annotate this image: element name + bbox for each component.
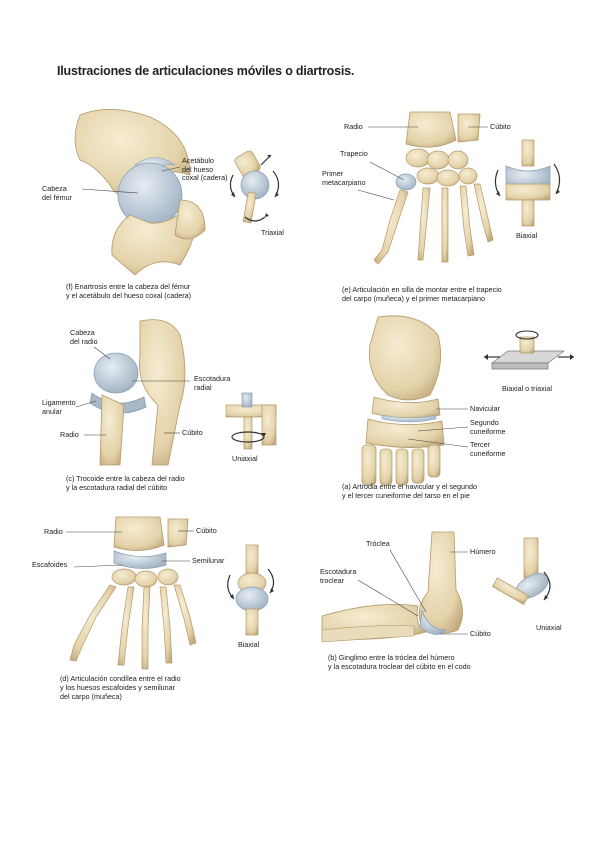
talus-bone [369, 315, 442, 401]
label-segundo-cuneiforme: Segundo cuneiforme [470, 418, 506, 436]
label-uniaxial-c: Uniaxial [232, 454, 258, 463]
label-triaxial: Triaxial [261, 228, 284, 237]
wrist-condyloid-illustration [66, 516, 275, 670]
label-radio-e: Radio [344, 122, 363, 131]
panel-a-plane: Biaxial o triaxial Navicular Segundo cun… [318, 315, 578, 505]
radius-shaft [99, 394, 125, 466]
radius-bone [405, 111, 457, 148]
leader-trapecio [369, 161, 405, 181]
caption-c: (c) Trocoide entre la cabeza del radio y… [66, 474, 185, 492]
carpal-bones [395, 148, 478, 191]
leader-metacarpiano [357, 189, 395, 201]
hand-digits [69, 584, 197, 670]
label-biaxial-e: Biaxial [516, 231, 538, 240]
thumb-saddle-illustration [357, 111, 561, 265]
leader-ligamento [75, 400, 97, 408]
femur-shaft [111, 204, 196, 276]
label-cabeza-radio: Cabeza del radio [70, 328, 98, 346]
caption-f: (f) Enartrosis entre la cabeza del fémur… [66, 282, 192, 300]
greater-trochanter [174, 199, 206, 240]
triaxial-model [229, 150, 280, 224]
label-cubito-e: Cúbito [490, 122, 511, 131]
label-cubito-c: Cúbito [182, 428, 203, 437]
panel-d-condyloid: Radio Cúbito Escafoides Semilunar Biaxia… [30, 515, 310, 715]
label-radio-d: Radio [44, 527, 63, 536]
biaxial-triaxial-model [484, 330, 574, 370]
foot-plane-illustration [361, 315, 574, 486]
caption-e: (e) Articulación en silla de montar entr… [342, 285, 502, 303]
label-biaxial-triaxial: Biaxial o triaxial [502, 384, 552, 393]
panel-c-pivot: Cabeza del radio Escotadura radial Ligam… [40, 315, 310, 500]
leader-tercer-cuneiforme [407, 438, 469, 448]
leader-segundo-cuneiforme [417, 426, 469, 432]
radius-bone [321, 625, 415, 643]
label-cubito-d: Cúbito [196, 526, 217, 535]
label-uniaxial-b: Uniaxial [536, 623, 562, 632]
leader-cabeza-radio [93, 346, 111, 360]
caption-a: (a) Artrodia entre el navicular y el seg… [342, 482, 478, 500]
label-navicular: Navicular [470, 404, 500, 413]
caption-b: (b) Ginglimo entre la tróclea del húmero… [328, 653, 471, 671]
label-cabeza-femur: Cabeza del fémur [42, 184, 72, 202]
radius-head [93, 352, 139, 394]
leader-cabeza-femur [81, 188, 139, 194]
label-humero: Húmero [470, 547, 496, 556]
panel-e-saddle: Radio Cúbito Trapecio Primer metacarpian… [318, 110, 568, 310]
trochlea-cartilage [419, 609, 447, 635]
biaxial-condyloid-model [227, 544, 275, 636]
label-cubito-b: Cúbito [470, 629, 491, 638]
hip-joint-illustration [74, 109, 280, 276]
radius-bone [113, 516, 165, 551]
label-ligamento-anular: Ligamento anular [42, 398, 76, 416]
label-trapecio: Trapecio [340, 149, 368, 158]
trapezium-bone [395, 173, 417, 191]
leader-acetabulo [161, 166, 181, 172]
uniaxial-hinge-model [491, 537, 551, 605]
page-title: Ilustraciones de articulaciones móviles … [57, 64, 355, 78]
ulna-bone [457, 113, 481, 143]
navicular-cartilage [381, 414, 437, 423]
panel-f-ball-and-socket: Acetábulo del hueso coxal (cadera) Cabez… [40, 105, 310, 305]
label-escotadura-radial: Escotadura radial [194, 374, 231, 392]
label-radio-c: Radio [60, 430, 79, 439]
label-semilunar: Semilunar [192, 556, 225, 565]
ulna-bone [139, 319, 186, 466]
leader-escafoides [73, 564, 123, 568]
scaphoid-lunate-cartilage [113, 550, 167, 569]
elbow-hinge-illustration [321, 531, 551, 643]
label-biaxial-d: Biaxial [238, 640, 260, 649]
biaxial-saddle-model [494, 139, 561, 227]
label-acetabulo: Acetábulo del hueso coxal (cadera) [182, 156, 228, 183]
label-troclea: Tróclea [366, 539, 390, 548]
hand-digits [373, 183, 494, 265]
leader-escotadura-troclear [357, 579, 419, 617]
label-escafoides: Escafoides [32, 560, 68, 569]
panel-b-hinge: Tróclea Húmero Escotadura troclear Cúbit… [318, 530, 578, 680]
radius-ulna-pivot-illustration [75, 319, 277, 466]
label-tercer-cuneiforme: Tercer cuneiforme [470, 440, 506, 458]
ulna-bone [167, 518, 189, 548]
leader-troclea [389, 549, 427, 613]
cuneiform-bones [365, 418, 445, 448]
caption-d: (d) Articulación condílea entre el radio… [60, 674, 181, 701]
carpal-bones [111, 568, 179, 588]
label-primer-metacarpiano: Primer metacarpiano [322, 169, 366, 187]
label-escotadura-troclear: Escotadura troclear [320, 567, 357, 585]
uniaxial-pivot-model [225, 392, 277, 450]
metatarsal-bones [361, 444, 441, 486]
